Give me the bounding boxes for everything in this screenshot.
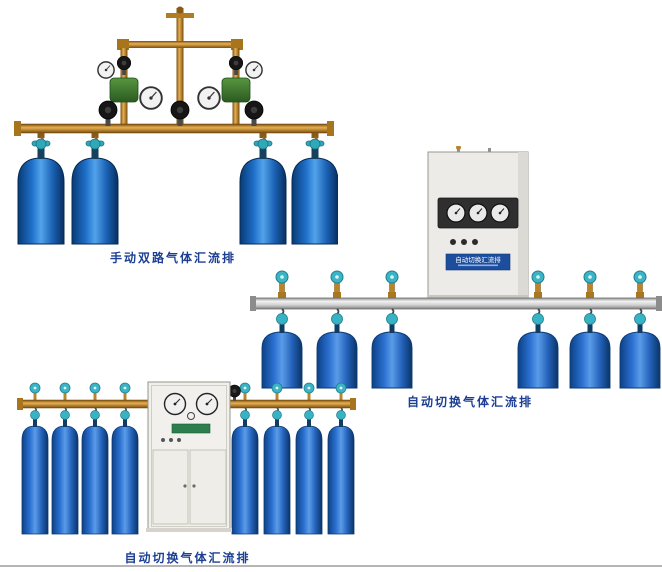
manifold-header-pipe: [14, 121, 334, 138]
indicator-light: [177, 438, 181, 442]
valve-handwheel: [244, 100, 264, 127]
cylinder-valve: [633, 270, 647, 301]
indicator-light: [461, 239, 467, 245]
cylinder-valve: [385, 270, 399, 301]
indicator-light: [472, 239, 478, 245]
gas-cylinder: [316, 313, 358, 389]
gas-cylinder: [231, 410, 259, 535]
automatic-manifold-illustration: 自动切换汇流排: [250, 146, 662, 389]
bottom-divider-line: [0, 565, 662, 567]
control-cabinet: 自动切换汇流排: [427, 146, 529, 299]
gas-cylinder: [261, 313, 303, 389]
indicator-light: [161, 438, 165, 442]
control-cabinet: [146, 381, 232, 532]
gas-cylinder: [111, 410, 139, 535]
gas-cylinder: [371, 313, 413, 389]
pressure-regulator: [221, 77, 251, 103]
product-automatic-switching-manifold: 自动切换汇流排: [250, 146, 662, 410]
cylinder-valve: [531, 270, 545, 301]
product-caption: 自动切换气体汇流排: [406, 395, 533, 409]
pressure-gauge: [195, 392, 219, 416]
indicator-light: [169, 438, 173, 442]
pressure-gauge: [245, 61, 263, 79]
gas-cylinder: [81, 410, 109, 535]
gas-cylinder: [569, 313, 611, 389]
pressure-gauge: [187, 412, 195, 420]
gas-cylinder: [51, 410, 79, 535]
pressure-regulator: [109, 77, 139, 103]
door-handle: [183, 484, 187, 488]
indicator-light: [450, 239, 456, 245]
valve-handwheel: [170, 100, 190, 127]
pressure-gauge: [197, 86, 221, 110]
gas-cylinder: [263, 410, 291, 535]
product-automatic-switching-manifold-cabinet: 自动切换气体汇流排: [15, 378, 360, 566]
cabinet-door: [152, 449, 189, 525]
gas-cylinder: [517, 313, 559, 389]
gas-cylinder: [17, 138, 65, 245]
pressure-gauge: [490, 203, 510, 223]
manifold-header-pipe: [250, 296, 662, 311]
gas-cylinder: [619, 313, 661, 389]
door-handle: [192, 484, 196, 488]
product-caption: 自动切换气体汇流排: [124, 551, 251, 565]
cabinet-label-plate: [171, 423, 211, 434]
cylinder-valve: [330, 270, 344, 301]
gas-cylinder: [71, 138, 119, 245]
pressure-gauge: [446, 203, 466, 223]
valve-handwheel: [98, 100, 118, 127]
valve-handwheel: [228, 55, 244, 76]
cylinder-valve: [275, 270, 289, 301]
gas-cylinder: [295, 410, 323, 535]
pressure-gauge: [163, 392, 187, 416]
pressure-gauge: [97, 61, 115, 79]
pressure-gauge: [139, 86, 163, 110]
manual-dual-manifold-illustration: [14, 6, 338, 245]
cabinet-label-text: 自动切换汇流排: [455, 255, 501, 264]
gas-cylinder: [327, 410, 355, 535]
cylinder-valve: [583, 270, 597, 301]
inlet-pipe: [166, 6, 194, 46]
product-manual-dual-manifold: 手动双路气体汇流排: [8, 6, 338, 266]
valve-handwheel: [116, 55, 132, 76]
automatic-manifold-cabinet-illustration: [17, 381, 356, 535]
product-caption: 手动双路气体汇流排: [109, 251, 236, 265]
pressure-gauge: [468, 203, 488, 223]
cabinet-door: [189, 449, 227, 525]
gas-cylinder: [21, 410, 49, 535]
